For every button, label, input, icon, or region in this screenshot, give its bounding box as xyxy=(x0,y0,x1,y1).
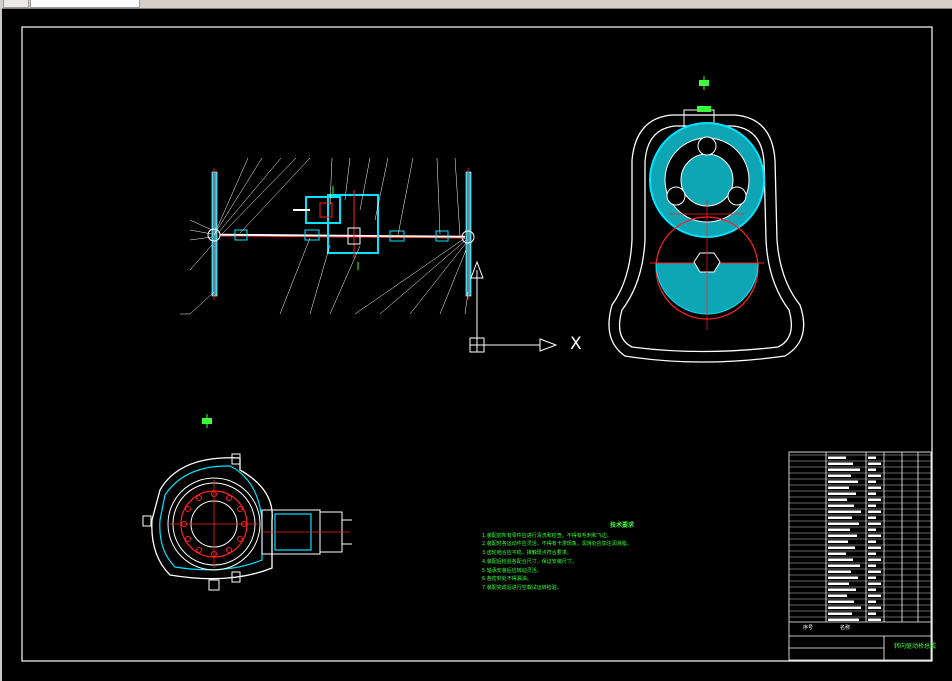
parts-list-spec-cell xyxy=(868,576,876,579)
parts-list-name-cell xyxy=(828,618,859,621)
parts-list-spec-cell xyxy=(868,504,876,507)
title-block-col-name: 名称 xyxy=(840,625,851,631)
parts-list-spec-cell xyxy=(868,468,876,471)
parts-list-name-cell xyxy=(828,582,849,585)
parts-list-name-cell xyxy=(828,456,846,459)
parts-list-name-cell xyxy=(828,474,851,477)
technical-requirement-line: 7.装配完成后进行空载试运转检验。 xyxy=(482,584,562,591)
gear-section-view xyxy=(608,76,805,363)
parts-list-name-cell xyxy=(828,534,857,537)
parts-list-spec-cell xyxy=(868,552,876,555)
window-left-border xyxy=(0,8,2,681)
parts-list-rows xyxy=(789,454,931,621)
technical-requirements: 技术要求 1.装配前所有零件应进行清洗和检查，不得有毛刺和飞边。 2.装配时各运… xyxy=(482,522,742,593)
parts-list-spec-cell xyxy=(868,582,881,585)
parts-list-spec-cell xyxy=(868,540,876,543)
parts-list-spec-cell xyxy=(868,516,876,519)
parts-list-spec-cell xyxy=(868,618,881,621)
parts-list-spec-cell xyxy=(868,612,876,615)
ucs-x-axis-label: X xyxy=(570,334,582,354)
parts-list-name-cell xyxy=(828,576,858,579)
technical-requirement-line: 4.装配后检验各配合尺寸，保证安装尺寸。 xyxy=(482,558,577,565)
technical-requirement-line: 2.装配时各运动件应灵活，不得有卡滞现象，润滑处应加注润滑脂。 xyxy=(482,541,632,548)
technical-requirement-line: 1.装配前所有零件应进行清洗和检查，不得有毛刺和飞边。 xyxy=(482,532,612,539)
parts-list-spec-cell xyxy=(868,462,881,465)
parts-list-spec-cell xyxy=(868,498,881,501)
parts-list-name-cell xyxy=(828,564,860,567)
parts-list-spec-cell xyxy=(868,564,876,567)
technical-requirement-line: 3.齿轮啮合应平稳，接触斑点符合要求。 xyxy=(482,550,572,557)
parts-list-spec-cell xyxy=(868,534,881,537)
parts-list-spec-cell xyxy=(868,546,881,549)
technical-requirement-line: 5.轴承安装后应转动灵活。 xyxy=(482,567,542,574)
hub-reducer-view xyxy=(142,414,352,591)
parts-list-name-cell xyxy=(828,510,861,513)
parts-list-spec-cell xyxy=(868,474,881,477)
parts-list-spec-cell xyxy=(868,594,881,597)
drawing-name: 转向驱动桥总成 xyxy=(894,643,937,650)
parts-list-spec-cell xyxy=(868,600,876,603)
parts-list-name-cell xyxy=(828,504,854,507)
ucs-axis-icon xyxy=(469,260,558,353)
parts-list-spec-cell xyxy=(868,480,876,483)
window-tab-bar xyxy=(0,0,952,9)
parts-list-name-cell xyxy=(828,558,853,561)
parts-list-name-cell xyxy=(828,462,853,465)
parts-list-spec-cell xyxy=(868,558,881,561)
parts-list-name-cell xyxy=(828,600,854,603)
axle-assembly-view xyxy=(180,157,475,315)
parts-list-name-cell xyxy=(828,516,852,519)
drawing-frame xyxy=(21,26,933,662)
parts-list-name-cell xyxy=(828,606,861,609)
parts-list-spec-cell xyxy=(868,588,876,591)
parts-list-name-cell xyxy=(828,480,858,483)
parts-list-spec-cell xyxy=(868,522,881,525)
parts-list-spec-cell xyxy=(868,510,881,513)
parts-list-spec-cell xyxy=(868,492,876,495)
parts-list-spec-cell xyxy=(868,570,881,573)
parts-list-name-cell xyxy=(828,552,846,555)
parts-list-name-cell xyxy=(828,486,849,489)
parts-list-spec-cell xyxy=(868,456,876,459)
parts-list-name-cell xyxy=(828,570,851,573)
parts-list-spec-cell xyxy=(868,486,881,489)
parts-list-name-cell xyxy=(828,498,847,501)
parts-list-name-cell xyxy=(828,522,859,525)
parts-list-name-cell xyxy=(828,546,855,549)
parts-list-spec-cell xyxy=(868,528,876,531)
title-block-col-no: 序号 xyxy=(803,625,814,631)
parts-list-name-cell xyxy=(828,468,860,471)
parts-list-name-cell xyxy=(828,612,852,615)
technical-requirements-title: 技术要求 xyxy=(609,522,634,529)
parts-list-name-cell xyxy=(828,492,856,495)
parts-list-name-cell xyxy=(828,528,850,531)
parts-list-name-cell xyxy=(828,594,847,597)
tab-model[interactable] xyxy=(3,0,29,8)
tab-drawing[interactable] xyxy=(30,0,140,8)
parts-list-name-cell xyxy=(828,588,856,591)
parts-list-name-cell xyxy=(828,540,848,543)
technical-requirement-line: 6.各密封处不得漏油。 xyxy=(482,576,532,583)
title-block xyxy=(788,451,932,661)
parts-list-spec-cell xyxy=(868,606,881,609)
